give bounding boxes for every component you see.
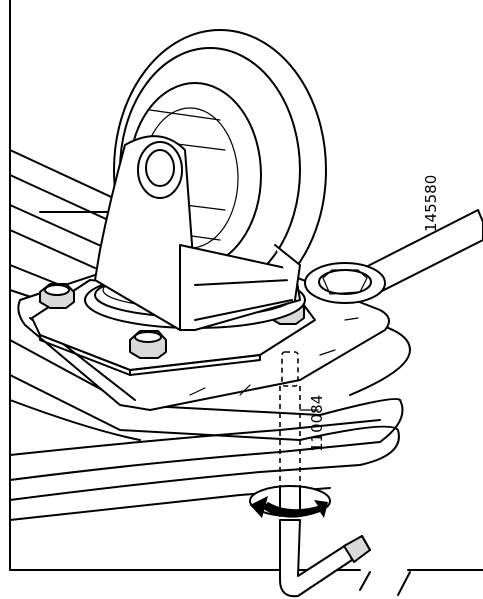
bolt-front xyxy=(129,330,167,359)
frame-cut-lines xyxy=(359,571,411,596)
hex-key-icon xyxy=(279,519,371,598)
figure-frame xyxy=(9,0,483,571)
wheel-axle xyxy=(137,141,183,199)
cart-frame xyxy=(9,149,411,521)
rotate-arrow-icon xyxy=(250,496,328,518)
bolt-left xyxy=(39,283,75,309)
wrench-icon xyxy=(304,209,483,304)
figure-code-label: 145580 xyxy=(422,175,440,232)
part-number-label: 110084 xyxy=(308,395,326,452)
